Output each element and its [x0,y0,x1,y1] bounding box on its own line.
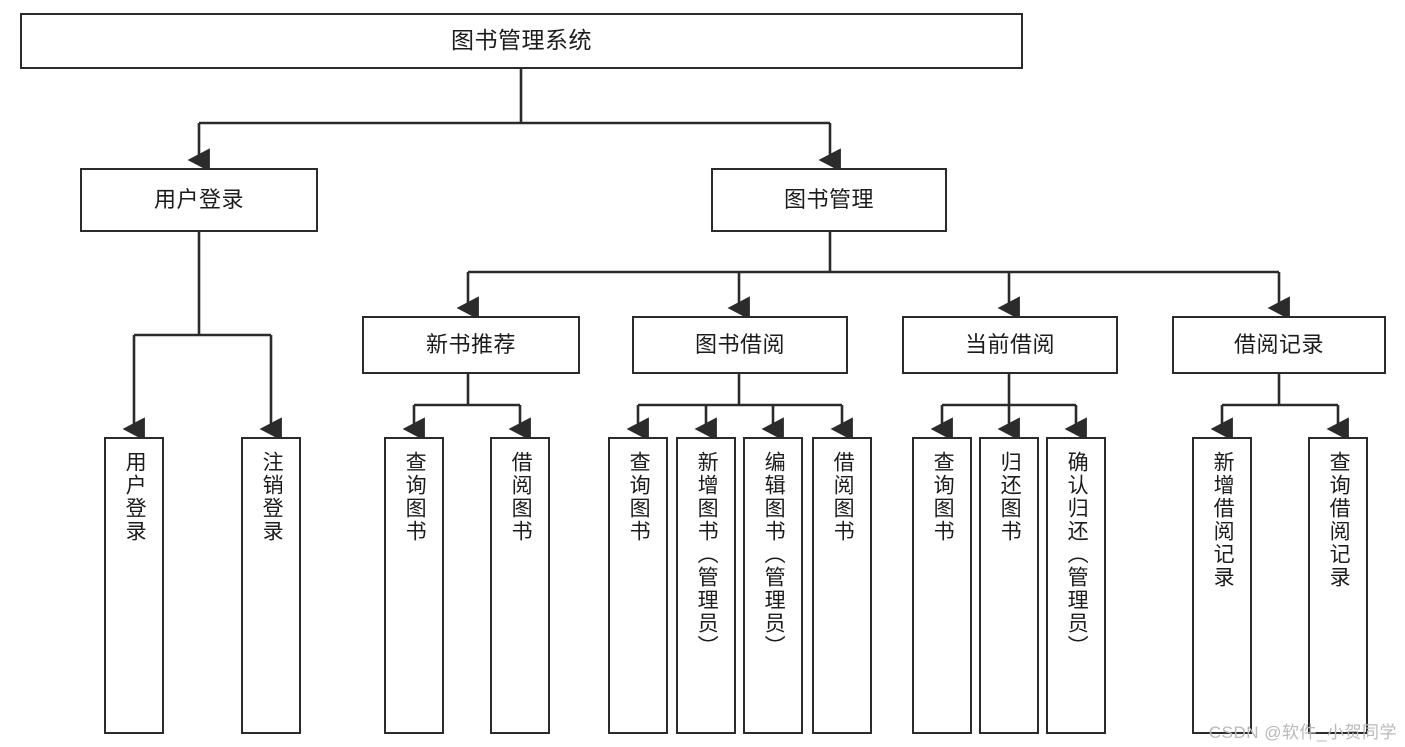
leaf-user-login-logout[interactable]: 注销登录 [241,437,301,734]
leaf-book-borrow-edit[interactable]: 编辑图书（管理员） [743,437,803,734]
node-borrow-record[interactable]: 借阅记录 [1172,316,1386,374]
node-book-borrow[interactable]: 图书借阅 [632,316,848,374]
leaf-book-borrow-query[interactable]: 查询图书 [608,437,668,734]
node-label: 确认归还（管理员） [1065,451,1089,658]
watermark-text: CSDN @软件_小贺同学 [1208,723,1397,742]
node-root-system[interactable]: 图书管理系统 [20,13,1023,69]
node-label: 查询图书 [931,451,955,543]
node-label: 借阅图书 [831,451,855,543]
node-label: 新增图书（管理员） [695,451,719,658]
node-label: 图书管理 [783,186,874,212]
node-new-book-recommend[interactable]: 新书推荐 [362,316,580,374]
leaf-book-borrow-add[interactable]: 新增图书（管理员） [676,437,736,734]
node-book-management[interactable]: 图书管理 [711,168,947,232]
leaf-current-borrow-confirm-return[interactable]: 确认归还（管理员） [1046,437,1106,734]
node-label: 借阅记录 [1233,331,1324,357]
leaf-borrow-record-query[interactable]: 查询借阅记录 [1308,437,1368,734]
node-label: 编辑图书（管理员） [762,451,786,658]
node-label: 当前借阅 [964,331,1055,357]
node-label: 图书借阅 [694,331,785,357]
leaf-current-borrow-query[interactable]: 查询图书 [912,437,972,734]
node-label: 新增借阅记录 [1211,451,1235,589]
node-label: 用户登录 [153,186,244,212]
node-label: 归还图书 [998,451,1022,543]
node-label: 注销登录 [260,451,284,543]
node-label: 查询图书 [403,451,427,543]
node-label: 新书推荐 [425,331,516,357]
leaf-borrow-record-add[interactable]: 新增借阅记录 [1192,437,1252,734]
node-label: 用户登录 [123,451,147,543]
leaf-new-book-query[interactable]: 查询图书 [384,437,444,734]
node-label: 借阅图书 [509,451,533,543]
node-label: 查询图书 [627,451,651,543]
leaf-book-borrow-borrow[interactable]: 借阅图书 [812,437,872,734]
node-current-borrow[interactable]: 当前借阅 [902,316,1118,374]
leaf-current-borrow-return[interactable]: 归还图书 [979,437,1039,734]
node-label: 图书管理系统 [451,27,592,54]
leaf-user-login-login[interactable]: 用户登录 [104,437,164,734]
node-label: 查询借阅记录 [1327,451,1351,589]
leaf-new-book-borrow[interactable]: 借阅图书 [490,437,550,734]
node-user-login[interactable]: 用户登录 [80,168,318,232]
